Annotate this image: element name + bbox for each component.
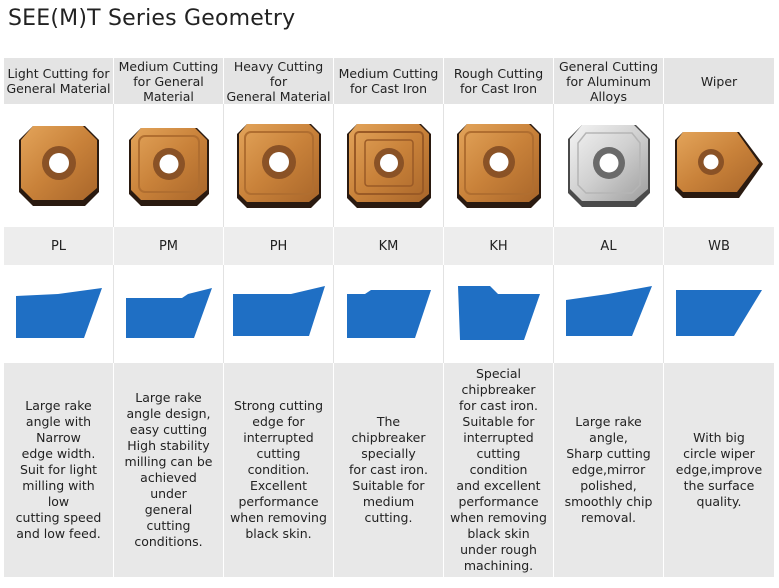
header-cell-ph: Heavy Cutting for General Material	[224, 58, 334, 104]
profile-kh-icon	[457, 286, 540, 340]
header-cell-pm: Medium Cutting for General Material	[114, 58, 224, 104]
code-cell: AL	[554, 227, 664, 265]
insert-image-cell	[4, 104, 114, 227]
insert-al-icon	[567, 124, 650, 207]
profile-cell	[224, 265, 334, 363]
page-title: SEE(M)T Series Geometry	[8, 6, 296, 31]
profile-cell	[444, 265, 554, 363]
insert-image-cell	[554, 104, 664, 227]
code-cell: PL	[4, 227, 114, 265]
profile-cell	[554, 265, 664, 363]
insert-image-cell	[114, 104, 224, 227]
profile-cell	[4, 265, 114, 363]
header-cell-al: General Cutting for Aluminum Alloys	[554, 58, 664, 104]
code-cell: WB	[664, 227, 774, 265]
insert-km-icon	[346, 123, 431, 208]
insert-ph-icon	[236, 123, 321, 208]
code-row: PL PM PH KM KH AL WB	[4, 227, 774, 265]
code-cell: KH	[444, 227, 554, 265]
header-cell-pl: Light Cutting for General Material	[4, 58, 114, 104]
header-cell-kh: Rough Cutting for Cast Iron	[444, 58, 554, 104]
description-cell: Large rake angle design, easy cutting Hi…	[114, 363, 224, 577]
code-cell: KM	[334, 227, 444, 265]
header-cell-wb: Wiper	[664, 58, 774, 104]
profile-wb-icon	[676, 290, 762, 336]
insert-image-cell	[664, 104, 774, 227]
profile-al-icon	[565, 286, 652, 336]
insert-image-cell	[334, 104, 444, 227]
profile-km-icon	[346, 290, 431, 338]
description-cell: Large rake angle with Narrow edge width.…	[4, 363, 114, 577]
profile-row	[4, 265, 774, 363]
profile-cell	[114, 265, 224, 363]
profile-pm-icon	[125, 288, 212, 338]
description-cell: Strong cutting edge for interrupted cutt…	[224, 363, 334, 577]
description-cell: Special chipbreaker for cast iron. Suita…	[444, 363, 554, 577]
profile-cell	[664, 265, 774, 363]
insert-wb-icon	[675, 131, 763, 198]
profile-cell	[334, 265, 444, 363]
insert-kh-icon	[456, 123, 541, 208]
profile-pl-icon	[15, 288, 102, 338]
header-cell-km: Medium Cutting for Cast Iron	[334, 58, 444, 104]
header-row: Light Cutting for General Material Mediu…	[4, 58, 774, 104]
description-cell: With big circle wiper edge,improve the s…	[664, 363, 774, 577]
code-cell: PH	[224, 227, 334, 265]
insert-image-row	[4, 104, 774, 227]
insert-pm-icon	[128, 127, 209, 206]
description-row: Large rake angle with Narrow edge width.…	[4, 363, 774, 577]
geometry-table: Light Cutting for General Material Mediu…	[4, 58, 774, 577]
profile-ph-icon	[232, 286, 325, 336]
insert-image-cell	[444, 104, 554, 227]
insert-pl-icon	[18, 125, 99, 206]
insert-image-cell	[224, 104, 334, 227]
code-cell: PM	[114, 227, 224, 265]
description-cell: The chipbreaker specially for cast iron.…	[334, 363, 444, 577]
description-cell: Large rake angle, Sharp cutting edge,mir…	[554, 363, 664, 577]
